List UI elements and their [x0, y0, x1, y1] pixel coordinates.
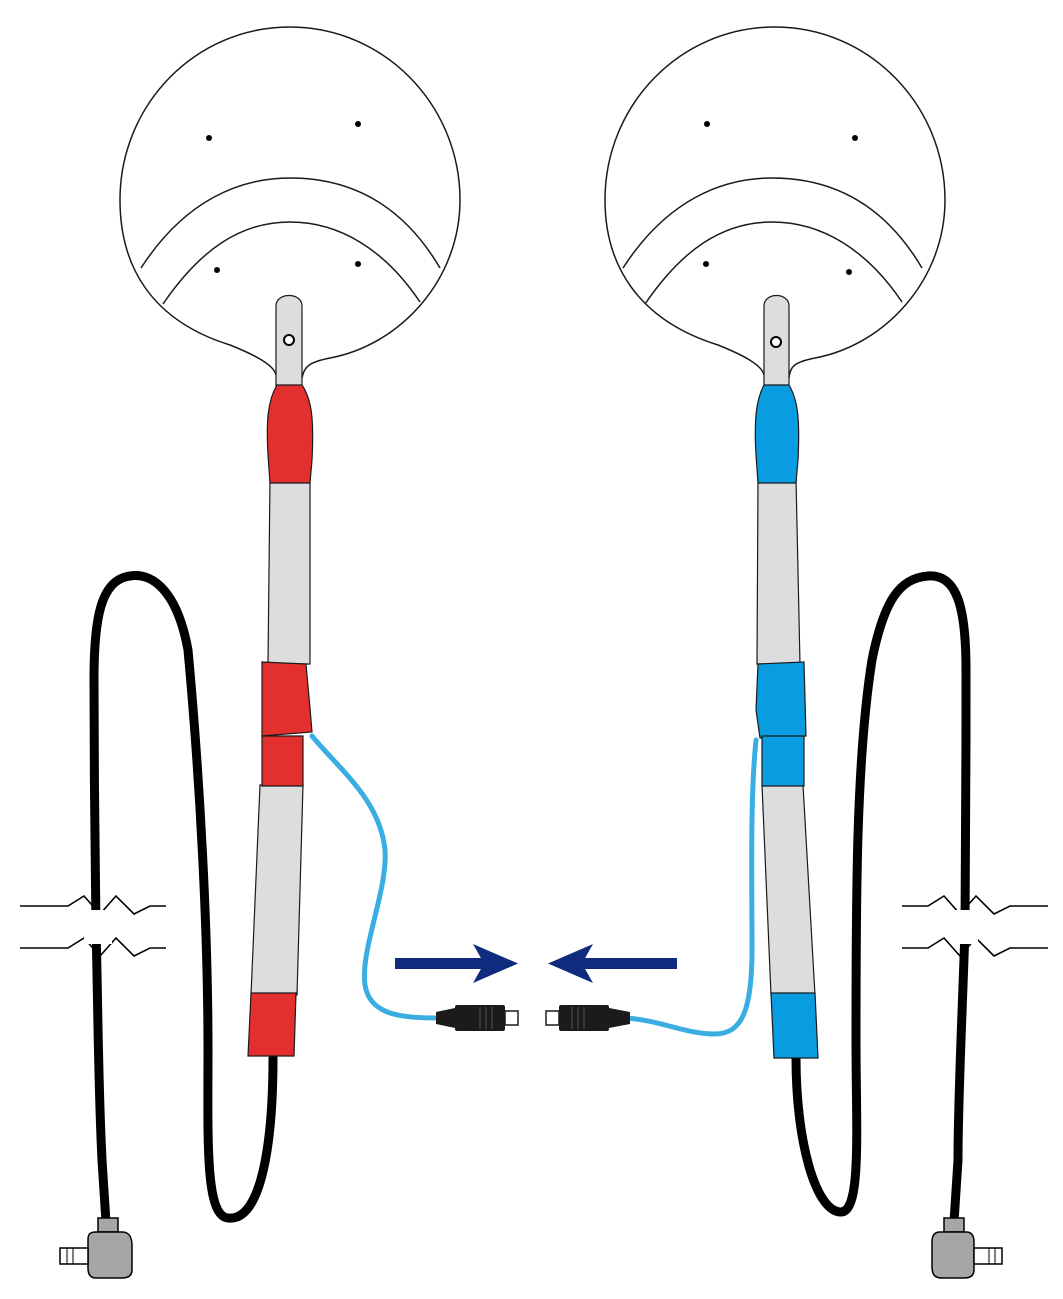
right-shaft-lower	[761, 784, 816, 996]
arrow-left-icon	[548, 944, 677, 983]
right-cable-break-symbol	[902, 894, 1048, 958]
left-paddle-arc-outer	[140, 177, 441, 269]
right-paddle-arc-outer	[622, 177, 923, 269]
right-shaft-upper	[756, 477, 801, 665]
left-stem-hole	[283, 334, 295, 346]
left-elbow-connector	[59, 1217, 133, 1279]
right-blue-probe	[545, 26, 1048, 1279]
left-red-probe	[20, 26, 519, 1279]
right-paddle-sensor-dots	[703, 121, 858, 275]
left-paddle-outline	[119, 26, 461, 379]
right-mini-connector	[545, 1005, 630, 1031]
left-red-end-cap	[247, 992, 297, 1057]
arrow-right-icon	[395, 944, 518, 983]
right-blue-end-cap	[770, 992, 819, 1059]
right-blue-band-lower	[761, 735, 805, 787]
left-shaft-upper	[267, 477, 311, 665]
left-red-band-lower	[261, 735, 304, 787]
right-blue-band-upper	[755, 661, 807, 739]
left-black-cable	[89, 571, 278, 1227]
right-light-blue-cable	[622, 737, 759, 1037]
left-shaft-lower	[250, 784, 304, 996]
right-elbow-connector	[931, 1217, 1003, 1279]
right-paddle-arc-inner	[644, 221, 903, 305]
left-red-band-upper	[261, 661, 313, 737]
right-upper-blue-grip	[754, 384, 800, 484]
right-stem-hole	[770, 336, 782, 348]
right-paddle-outline	[604, 26, 946, 379]
connect-arrows	[395, 944, 677, 983]
left-paddle-arc-inner	[162, 221, 421, 305]
left-cable-break-symbol	[20, 894, 166, 958]
left-upper-red-grip	[266, 384, 314, 484]
left-mini-connector	[436, 1005, 519, 1031]
left-paddle-sensor-dots	[206, 121, 361, 273]
left-light-blue-cable	[309, 733, 443, 1021]
